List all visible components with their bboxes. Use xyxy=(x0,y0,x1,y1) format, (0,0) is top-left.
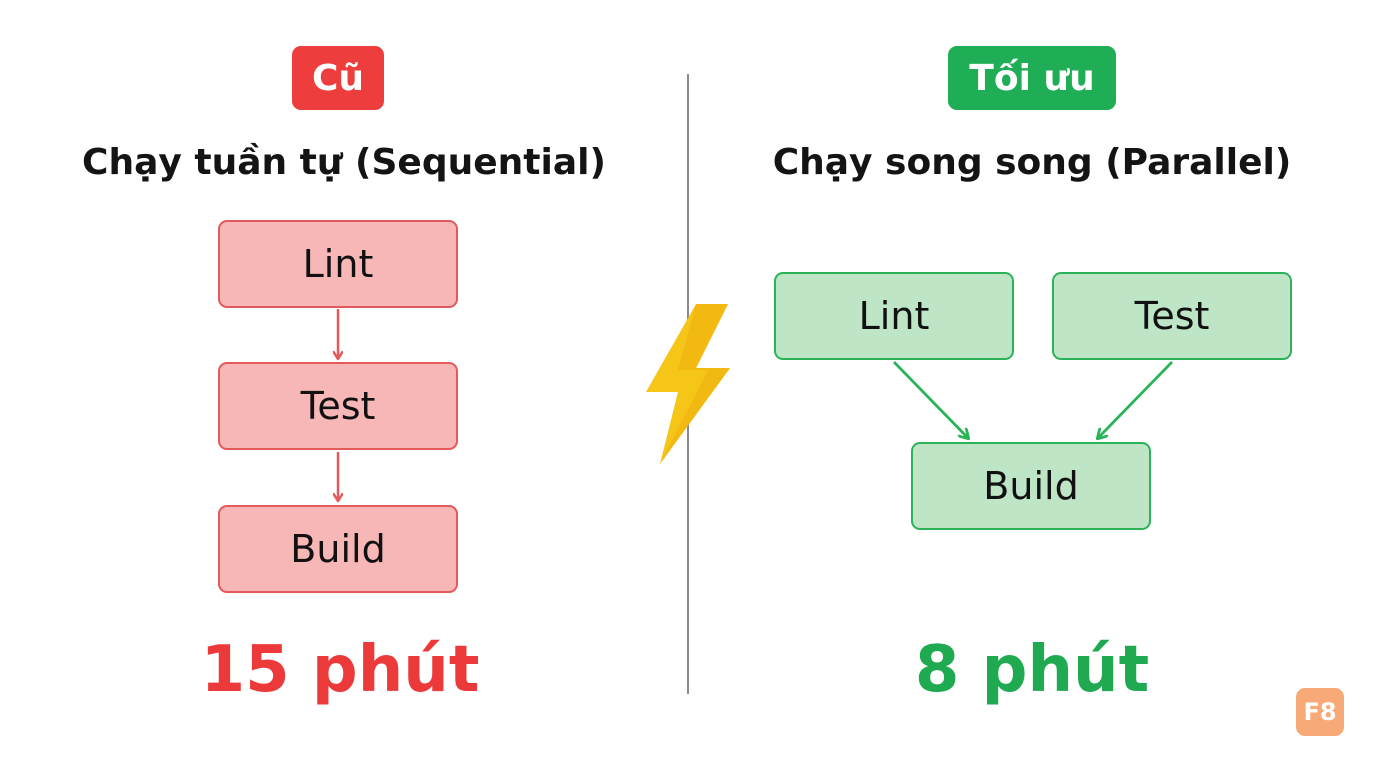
optimized-badge: Tối ưu xyxy=(948,46,1116,110)
parallel-step-test: Test xyxy=(1052,272,1292,360)
sequential-step-build: Build xyxy=(218,505,458,593)
sequential-step-lint: Lint xyxy=(218,220,458,308)
sequential-duration: 15 phút xyxy=(200,633,480,707)
arrow-parallel-lint-to-build xyxy=(892,361,968,438)
parallel-step-lint: Lint xyxy=(774,272,1014,360)
old-badge: Cũ xyxy=(292,46,384,110)
sequential-title: Chạy tuần tự (Sequential) xyxy=(82,141,606,183)
sequential-step-test: Test xyxy=(218,362,458,450)
arrow-parallel-test-to-build xyxy=(1098,361,1174,438)
parallel-step-build: Build xyxy=(911,442,1151,530)
parallel-duration: 8 phút xyxy=(914,633,1150,707)
brand-logo: F8 xyxy=(1296,688,1344,736)
parallel-title: Chạy song song (Parallel) xyxy=(772,141,1292,183)
lightning-bolt-icon xyxy=(646,304,730,464)
